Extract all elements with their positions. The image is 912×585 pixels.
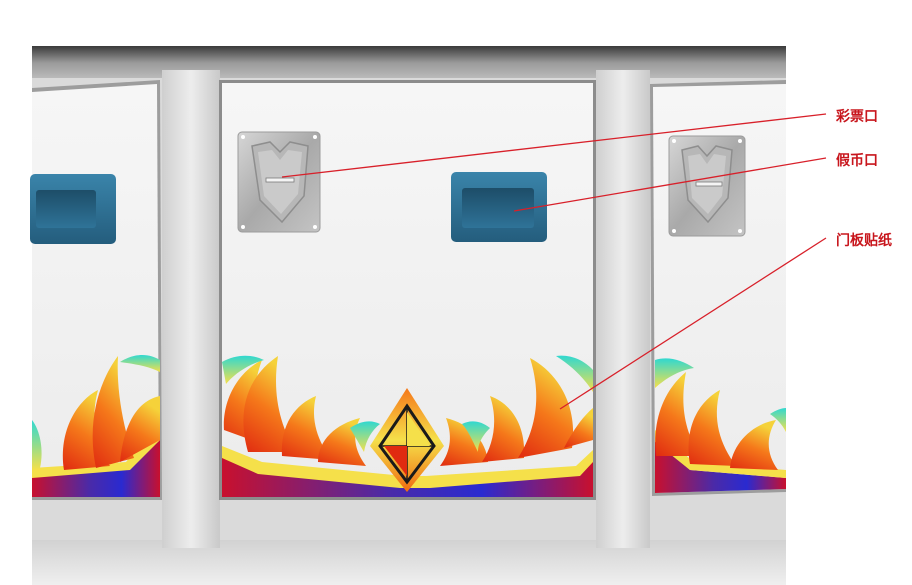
coin-return-icon	[30, 174, 116, 244]
pillar-left	[162, 70, 220, 548]
door-sticker-right	[655, 358, 786, 493]
cabinet-bottom-band	[32, 540, 786, 585]
callout-label-sticker: 门板贴纸	[836, 233, 892, 249]
ticket-dispenser-icon	[237, 131, 321, 233]
pillar-right	[596, 70, 650, 548]
door-panel-right	[650, 80, 786, 496]
callout-label-lottery: 彩票口	[836, 109, 878, 125]
door-sticker-center	[222, 355, 593, 497]
callout-label-coin: 假币口	[836, 153, 878, 169]
callout-line-coin	[513, 157, 827, 212]
door-panel-left	[30, 80, 162, 500]
door-panel-center	[219, 80, 596, 500]
diamond-emblem	[370, 388, 444, 492]
ticket-dispenser-icon	[668, 135, 746, 237]
callout-line-sticker	[559, 237, 827, 410]
door-sticker-left	[32, 355, 160, 497]
coin-return-icon	[451, 172, 547, 242]
callout-line-lottery	[281, 113, 827, 178]
